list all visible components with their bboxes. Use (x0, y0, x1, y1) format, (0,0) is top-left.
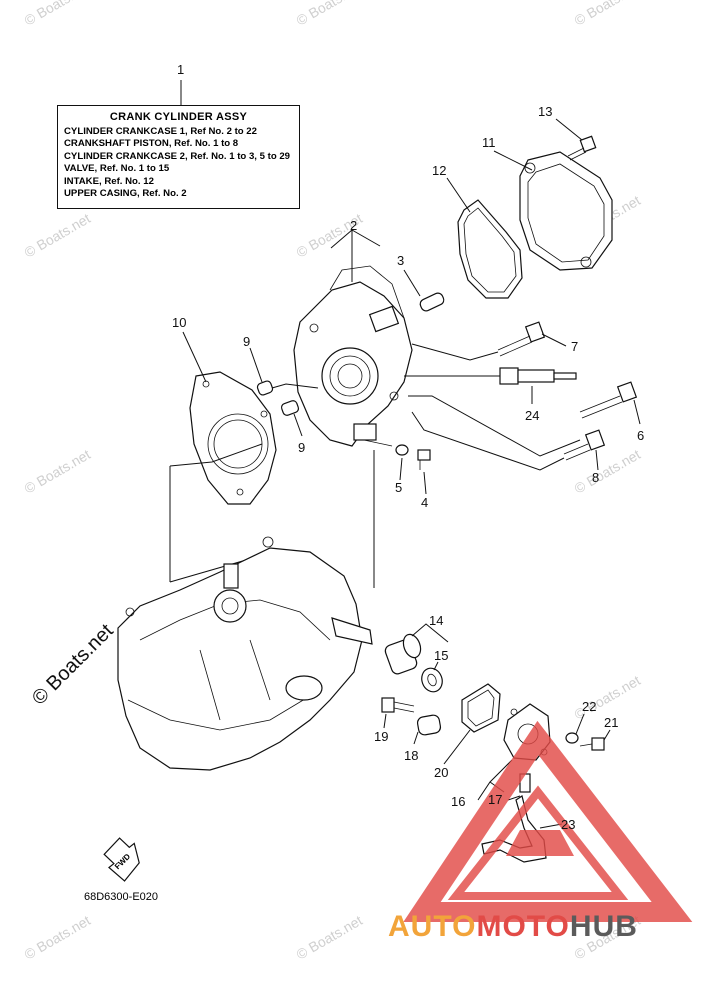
legend-line: CYLINDER CRANKCASE 1, Ref No. 2 to 22 (64, 126, 257, 137)
automotohub-brand: AUTOMOTOHUB (388, 910, 638, 944)
callout-label: 18 (404, 748, 418, 763)
callout-label: 19 (374, 729, 388, 744)
callout-label: 6 (637, 428, 644, 443)
callout-label: 1 (177, 62, 184, 77)
leader-line (633, 399, 641, 425)
callout-label: 11 (482, 135, 496, 150)
leader-line (413, 731, 419, 745)
legend-line: INTAKE, Ref. No. 12 (64, 175, 154, 187)
leader-line (507, 795, 521, 801)
leader-line (169, 443, 263, 467)
leader-line (330, 229, 353, 249)
watermark: © Boats.net (22, 210, 94, 261)
part-crankcase (117, 536, 373, 771)
callout-label: 21 (604, 715, 618, 730)
leader-line (249, 347, 263, 383)
part-gasket (457, 199, 523, 299)
leader-line (423, 471, 427, 495)
part-head-gasket (189, 371, 277, 505)
callout-label: 22 (582, 699, 596, 714)
leader-line (408, 395, 581, 457)
leader-line (433, 661, 439, 671)
callout-label: 2 (350, 218, 357, 233)
legend-title: CRANK CYLINDER ASSY (109, 111, 248, 123)
callout-label: 13 (538, 104, 552, 119)
leader-line (446, 177, 471, 213)
legend-line: UPPER CASING, Ref. No. 2 (64, 188, 187, 200)
part-bolt-7 (497, 321, 546, 357)
leader-line (383, 713, 387, 729)
leader-line (555, 118, 583, 141)
leader-line (411, 343, 499, 361)
leader-line (493, 150, 533, 171)
callout-label: 8 (592, 470, 599, 485)
callout-label: 14 (429, 613, 443, 628)
watermark: © Boats.net (572, 0, 644, 29)
leader-line (539, 823, 563, 829)
part-gasket-20 (461, 683, 501, 733)
callout-label: 23 (561, 817, 575, 832)
part-bolt-21 (579, 737, 605, 751)
part-spark-plug (499, 367, 577, 385)
callout-label: 12 (432, 163, 446, 178)
part-cover (519, 151, 613, 271)
leader-line (399, 457, 403, 481)
part-dowel-9a (256, 380, 274, 396)
callout-label: 17 (488, 792, 502, 807)
callout-label: 16 (451, 794, 465, 809)
leader-line (182, 331, 207, 383)
callout-label: 24 (525, 408, 539, 423)
part-dowel-9b (280, 400, 300, 416)
brand-part-auto: AUTO (388, 910, 477, 943)
callout-label: 20 (434, 765, 448, 780)
leader-line (271, 383, 319, 389)
leader-line (603, 729, 611, 741)
part-coupling-14 (384, 633, 422, 675)
leader-line (595, 449, 599, 471)
callout-label: 9 (243, 334, 250, 349)
leader-line (411, 411, 565, 471)
part-bolt-19 (381, 697, 415, 713)
part-bolt-4 (417, 449, 431, 470)
part-collar-18 (416, 714, 442, 736)
legend-line: VALVE, Ref. No. 1 to 15 (64, 163, 170, 175)
leader-line (403, 269, 421, 297)
leader-line (351, 229, 381, 247)
part-bolt-6 (579, 381, 638, 419)
watermark: © Boats.net (22, 446, 94, 497)
part-washer-22 (565, 732, 579, 744)
leader-line (575, 713, 585, 735)
part-washer-5 (395, 444, 409, 456)
leader-line (541, 333, 567, 347)
automotohub-logo-icon (403, 720, 693, 922)
part-washer-15 (421, 667, 443, 693)
fwd-arrow-icon: FWD (103, 837, 140, 882)
legend-line: CYLINDER CRANKCASE 2, Ref. No. 1 to 3, 5… (64, 150, 291, 162)
legend-line: CRANKSHAFT PISTON, Ref. No. 1 to 8 (64, 138, 239, 150)
part-bolt-8 (563, 429, 606, 461)
watermark: © Boats.net (294, 912, 366, 963)
watermark: © Boats.net (294, 0, 366, 29)
part-cylinder-block (293, 265, 413, 447)
watermark: © Boats.net (22, 912, 94, 963)
brand-part-hub: HUB (569, 910, 638, 943)
brand-part-moto: MOTO (476, 910, 570, 943)
leader-line (411, 623, 449, 643)
callout-label: 3 (397, 253, 404, 268)
watermark: © Boats.net (22, 0, 94, 29)
assembly-legend: CRANK CYLINDER ASSY CYLINDER CRANKCASE 1… (57, 105, 300, 209)
callout-numbers: 1 2 3 4 5 6 7 8 9 9 10 11 12 13 14 15 16… (172, 62, 644, 832)
diagram-code: 68D6300-E020 (84, 891, 159, 903)
callout-label: 10 (172, 315, 186, 330)
leader-line (293, 413, 303, 437)
callout-label: 9 (298, 440, 305, 455)
leader-line (443, 729, 471, 765)
callout-label: 4 (421, 495, 428, 510)
part-bolt-13 (567, 135, 597, 161)
callout-label: 7 (571, 339, 578, 354)
callout-label: 5 (395, 480, 402, 495)
callout-label: 15 (434, 648, 448, 663)
part-dowel-3 (419, 292, 445, 312)
